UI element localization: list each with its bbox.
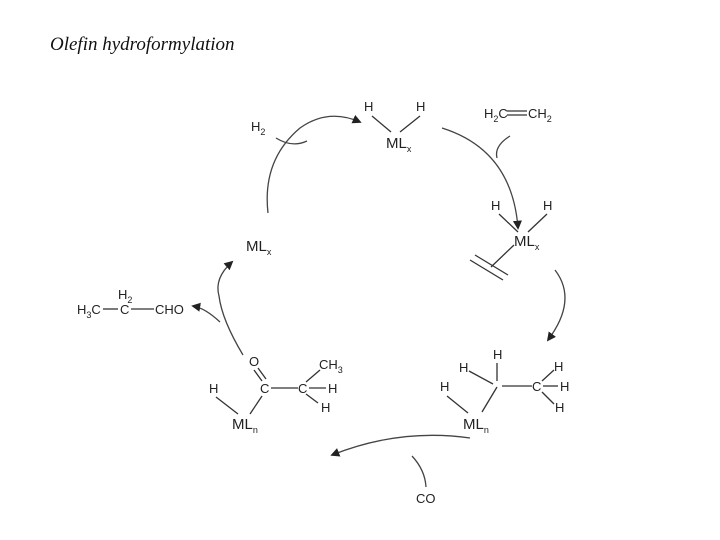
bond-c-m — [481, 386, 498, 413]
alkene-left: H2C — [484, 106, 508, 124]
alkyl-h-side: H — [440, 379, 449, 394]
arrow-co-entry — [411, 455, 427, 488]
bond-ch-mid — [468, 370, 494, 385]
dihydride-h-left: H — [364, 99, 373, 114]
alkene-complex-h-left: H — [491, 198, 500, 213]
acyl-carbonyl-c: C — [260, 381, 269, 396]
metal-fragment: MLx — [246, 238, 272, 257]
arrow-alkene-coordination — [441, 127, 522, 230]
arrow-co-insertion — [330, 434, 471, 457]
acyl-co-bond-1 — [253, 369, 263, 382]
bond-h-m-right — [399, 115, 421, 133]
alkene-metal-bond — [490, 244, 515, 268]
acyl-methyl: CH3 — [319, 357, 343, 375]
aldehyde-ch2-h: H2 — [118, 287, 132, 305]
bond-h-m — [446, 395, 469, 414]
coordinated-alkene-line-2 — [474, 254, 509, 276]
h2-reagent: H2 — [251, 119, 265, 137]
bond-h-m-left — [371, 115, 392, 133]
alkyl-metal: MLn — [463, 416, 489, 435]
aldehyde-cho: CHO — [155, 302, 184, 317]
acyl-c-m-bond — [249, 395, 263, 415]
bond-c-h-r1 — [541, 369, 555, 382]
coordinated-alkene-line-1 — [469, 259, 504, 281]
acyl-c-ch3-bond — [305, 369, 321, 383]
alkyl-complex: H H H C H H H MLn — [440, 347, 569, 435]
dihydride-complex: H H MLx — [364, 99, 425, 154]
co-reagent: CO — [416, 491, 436, 506]
acyl-h-m-bond — [215, 396, 239, 415]
acyl-oxygen: O — [249, 354, 259, 369]
bond-ac-h-left — [498, 213, 519, 233]
dihydride-metal: MLx — [386, 135, 412, 154]
acyl-c-h-b-bond — [305, 393, 319, 404]
ethylene-reagent: H2C CH2 — [484, 106, 552, 124]
alkyl-h-r3: H — [555, 400, 564, 415]
alkene-complex-metal: MLx — [514, 233, 540, 252]
acyl-h-b: H — [321, 400, 330, 415]
arrow-reductive-elimination — [217, 260, 244, 356]
acyl-complex: O C H C CH3 H H MLn — [209, 354, 343, 435]
acyl-co-bond-2 — [257, 367, 267, 380]
arrow-migratory-insertion — [546, 269, 566, 342]
alkyl-h-r2: H — [560, 379, 569, 394]
alkene-complex-h-right: H — [543, 198, 552, 213]
alkyl-carbon: C — [532, 379, 541, 394]
aldehyde-h3c: H3C — [77, 302, 101, 320]
arrow-oxidative-addition — [266, 114, 362, 214]
acyl-metal: MLn — [232, 416, 258, 435]
alkyl-h-top: H — [493, 347, 502, 362]
alkyl-h-mid: H — [459, 360, 468, 375]
acyl-alkyl-c: C — [298, 381, 307, 396]
aldehyde-product: H3C H2 C CHO — [77, 287, 184, 320]
dihydride-h-right: H — [416, 99, 425, 114]
slide-title: Olefin hydroformylation — [50, 34, 235, 55]
acyl-h-a: H — [328, 381, 337, 396]
aldehyde-c-mid: C — [120, 302, 129, 317]
arrow-aldehyde-release — [191, 302, 221, 323]
arrow-alkene-entry — [495, 135, 511, 159]
alkyl-h-r1: H — [554, 359, 563, 374]
arrow-h2-entry — [275, 137, 308, 145]
bond-ac-h-right — [527, 213, 548, 233]
alkene-right: CH2 — [528, 106, 552, 124]
bond-c-h-r3 — [541, 391, 555, 405]
alkene-complex: H H MLx — [469, 198, 552, 281]
acyl-h-side: H — [209, 381, 218, 396]
